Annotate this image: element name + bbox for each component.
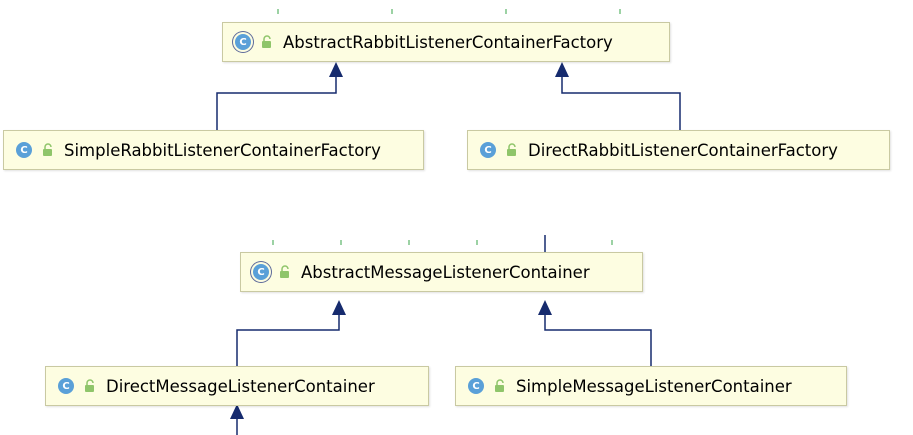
class-name: AbstractMessageListenerContainer	[301, 262, 590, 282]
class-node-abstract-rabbit-listener-container-factory[interactable]: C AbstractRabbitListenerContainerFactory	[222, 22, 670, 62]
inheritance-arrowhead	[329, 62, 343, 77]
class-icon: C	[253, 264, 269, 280]
inheritance-arrowhead	[332, 300, 346, 315]
edge-n5-n4	[236, 310, 340, 366]
class-name: DirectRabbitListenerContainerFactory	[528, 140, 838, 160]
inheritance-edge-line	[216, 72, 337, 130]
unlock-icon	[495, 379, 504, 392]
class-icon: C	[468, 378, 484, 394]
class-name: AbstractRabbitListenerContainerFactory	[283, 32, 613, 52]
inheritance-arrowhead	[538, 300, 552, 315]
class-name: DirectMessageListenerContainer	[106, 376, 375, 396]
inheritance-arrowhead	[555, 62, 569, 77]
class-node-direct-message-listener-container[interactable]: C DirectMessageListenerContainer	[45, 366, 429, 406]
inheritance-edge-line	[544, 310, 652, 366]
inheritance-edge-line	[236, 310, 340, 366]
class-icon: C	[58, 378, 74, 394]
class-icon: C	[480, 142, 496, 158]
unlock-icon	[85, 379, 94, 392]
class-icon: C	[235, 34, 251, 50]
inheritance-edge-line	[561, 72, 681, 130]
unlock-icon	[280, 265, 289, 278]
inheritance-arrowhead	[230, 404, 244, 419]
class-node-direct-rabbit-listener-container-factory[interactable]: C DirectRabbitListenerContainerFactory	[467, 130, 890, 170]
class-name: SimpleRabbitListenerContainerFactory	[64, 140, 381, 160]
offscreen-connector-ticks	[272, 9, 621, 245]
class-node-abstract-message-listener-container[interactable]: C AbstractMessageListenerContainer	[240, 252, 643, 292]
class-node-simple-rabbit-listener-container-factory[interactable]: C SimpleRabbitListenerContainerFactory	[3, 130, 424, 170]
unlock-icon	[507, 143, 516, 156]
class-icon: C	[16, 142, 32, 158]
unlock-icon	[262, 35, 271, 48]
unlock-icon	[43, 143, 52, 156]
edge-n6-n4	[544, 310, 652, 366]
class-node-simple-message-listener-container[interactable]: C SimpleMessageListenerContainer	[455, 366, 847, 406]
edge-n3-n1	[561, 72, 681, 130]
edge-n2-n1	[216, 72, 337, 130]
class-name: SimpleMessageListenerContainer	[516, 376, 792, 396]
